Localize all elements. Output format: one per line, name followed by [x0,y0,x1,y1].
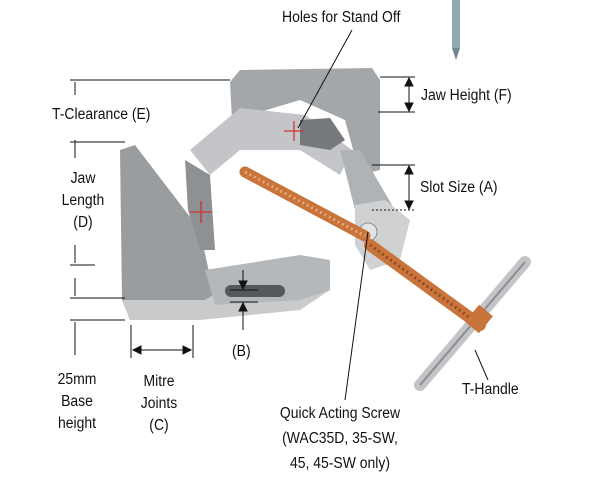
label-b: (B) [232,343,251,360]
label-jaw-height: Jaw Height (F) [421,87,512,104]
label-mitre-line1: Mitre [143,373,175,390]
label-jaw-length-line1: Jaw [70,170,96,187]
label-base-height: 25mm Base height [46,369,109,435]
label-quick-acting-screw: Quick Acting Screw (WAC35D, 35-SW, 45, 4… [250,401,430,476]
label-t-handle: T-Handle [462,381,519,398]
dimension-lines [70,29,489,401]
label-jaw-length-line2: Length [61,192,105,209]
label-screw-line2: (WAC35D, 35-SW, [282,430,398,447]
clamp-body [120,68,410,320]
quick-acting-screw [239,166,486,331]
label-jaw-length-line3: (D) [73,214,93,231]
label-holes-for-stand-off: Holes for Stand Off [282,9,401,26]
label-slot-size: Slot Size (A) [420,179,498,196]
label-base-height-line1: 25mm [57,371,97,388]
label-mitre-joints: Mitre Joints (C) [129,371,188,437]
stand-off-hole-markers [190,121,304,223]
label-mitre-line3: (C) [149,417,169,434]
label-screw-line1: Quick Acting Screw [279,405,401,422]
label-base-height-line3: height [57,415,96,432]
label-t-clearance: T-Clearance (E) [52,106,151,123]
label-base-height-line2: Base [61,393,93,410]
label-screw-line3: 45, 45-SW only) [289,455,391,472]
background-tool [452,0,460,60]
label-jaw-length: Jaw Length (D) [56,168,110,234]
t-handle [414,256,531,391]
label-mitre-line2: Joints [140,395,178,412]
